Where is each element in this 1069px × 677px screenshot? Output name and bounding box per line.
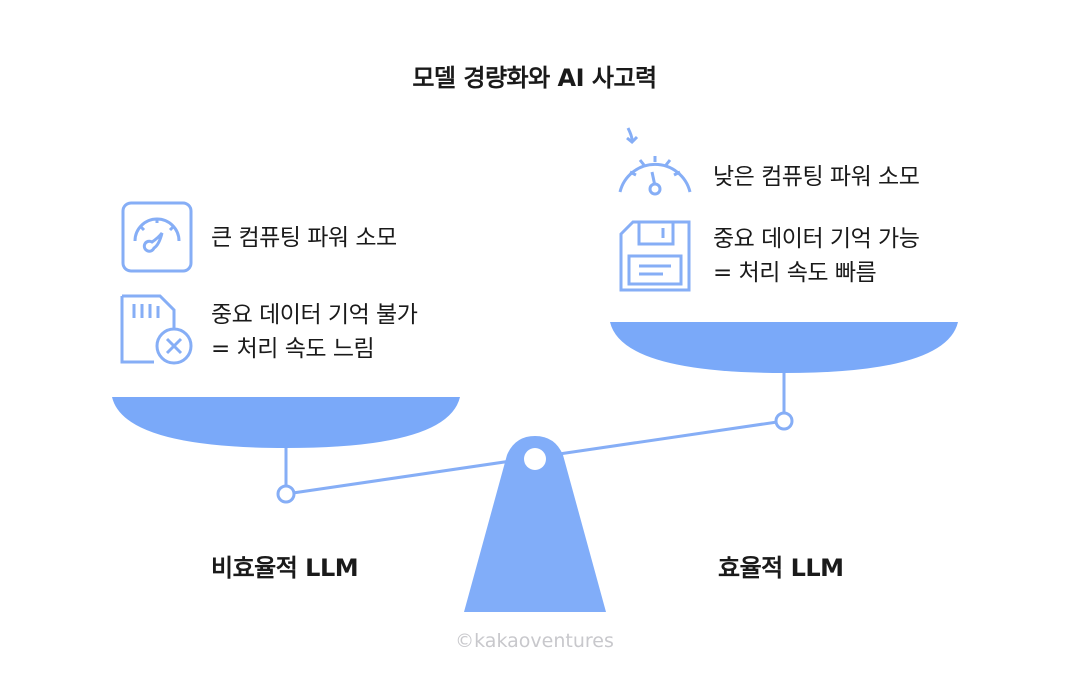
sd-card-error-icon <box>120 294 193 365</box>
right-item-memory-line1: 중요 데이터 기억 가능 <box>713 226 920 252</box>
floppy-disk-icon <box>619 220 691 292</box>
left-pan <box>112 397 460 448</box>
right-pan <box>610 322 958 373</box>
left-pan-ring <box>276 484 296 504</box>
speedometer-low-icon <box>618 127 692 196</box>
left-item-memory-line2: = 처리 속도 느림 <box>211 336 375 362</box>
left-side-label: 비효율적 LLM <box>211 554 359 582</box>
right-item-compute: 낮은 컴퓨팅 파워 소모 <box>713 164 920 190</box>
gauge-icon <box>121 201 193 273</box>
left-item-memory-line1: 중요 데이터 기억 불가 <box>211 302 418 328</box>
watermark: ©kakaoventures <box>455 630 614 652</box>
right-pan-ring <box>774 411 794 431</box>
left-item-compute: 큰 컴퓨팅 파워 소모 <box>211 225 397 251</box>
scale-fulcrum <box>464 436 606 612</box>
right-side-label: 효율적 LLM <box>718 554 844 582</box>
diagram-title: 모델 경량화와 AI 사고력 <box>412 64 657 92</box>
right-item-memory-line2: = 처리 속도 빠름 <box>713 260 877 286</box>
pivot-hole <box>524 448 546 470</box>
